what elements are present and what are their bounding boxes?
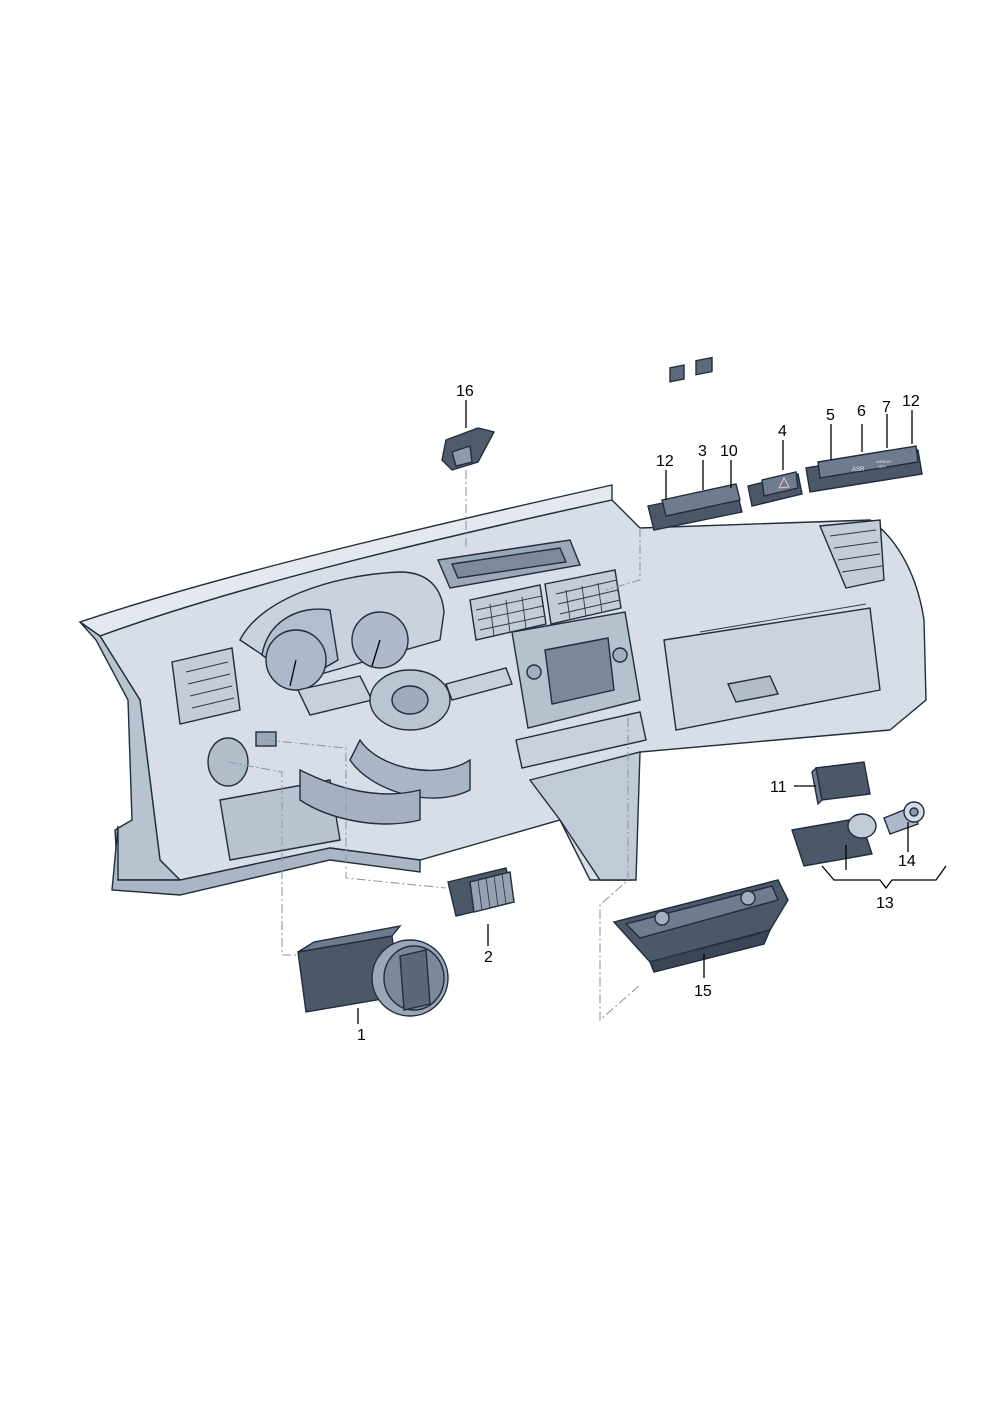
- item-15-climate-control: [612, 879, 789, 973]
- callout-3: 3: [698, 443, 707, 460]
- switch-block-5-6-7-12: ASR AIRBAG OFF: [805, 445, 923, 493]
- callout-labels: 1 2 3 4 5 6 7 10 11 12 12 13 14 15 16: [357, 383, 920, 1044]
- glovebox: [663, 603, 881, 731]
- instrument-cluster: [239, 571, 445, 691]
- callout-12-right: 12: [902, 393, 920, 410]
- item-2-switch: [447, 867, 515, 917]
- callout-5: 5: [826, 407, 835, 424]
- item-16-sensor-cap: [441, 427, 496, 471]
- callout-15: 15: [694, 983, 712, 1000]
- callout-7: 7: [882, 399, 891, 416]
- center-console-radio: [511, 611, 647, 769]
- item-4-hazard-switch: [747, 471, 803, 507]
- callout-12-left: 12: [656, 453, 674, 470]
- item-13-socket-housing: [791, 813, 877, 867]
- callout-1: 1: [357, 1027, 366, 1044]
- asr-button-label: ASR: [852, 467, 865, 473]
- callout-11: 11: [770, 779, 787, 796]
- left-air-vent: [171, 647, 241, 725]
- dashboard-assembly: [78, 484, 927, 896]
- callout-14: 14: [898, 853, 916, 870]
- assembly-leader-lines: [227, 470, 641, 1022]
- center-stack-lower: [528, 751, 641, 881]
- callout-16: 16: [456, 383, 474, 400]
- callout-leaders: [357, 400, 947, 1024]
- center-air-vents: [469, 569, 622, 641]
- right-air-vent: [818, 519, 885, 589]
- callout-6: 6: [857, 403, 866, 420]
- steering-column: [296, 667, 513, 799]
- airbag-button-label-1: AIRBAG: [876, 459, 891, 464]
- item-1-light-switch: [297, 924, 449, 1017]
- callout-4: 4: [778, 423, 787, 440]
- item-11-switch: [811, 761, 871, 806]
- light-switch-bay: [207, 731, 421, 861]
- callout-13: 13: [876, 895, 894, 912]
- center-top-display-housing: [436, 539, 581, 589]
- switch-block-12-3-10: [647, 356, 743, 531]
- callout-10: 10: [720, 443, 738, 460]
- callout-2: 2: [484, 949, 493, 966]
- airbag-button-label-2: OFF: [878, 464, 887, 469]
- item-14-cigarette-lighter: [883, 801, 925, 835]
